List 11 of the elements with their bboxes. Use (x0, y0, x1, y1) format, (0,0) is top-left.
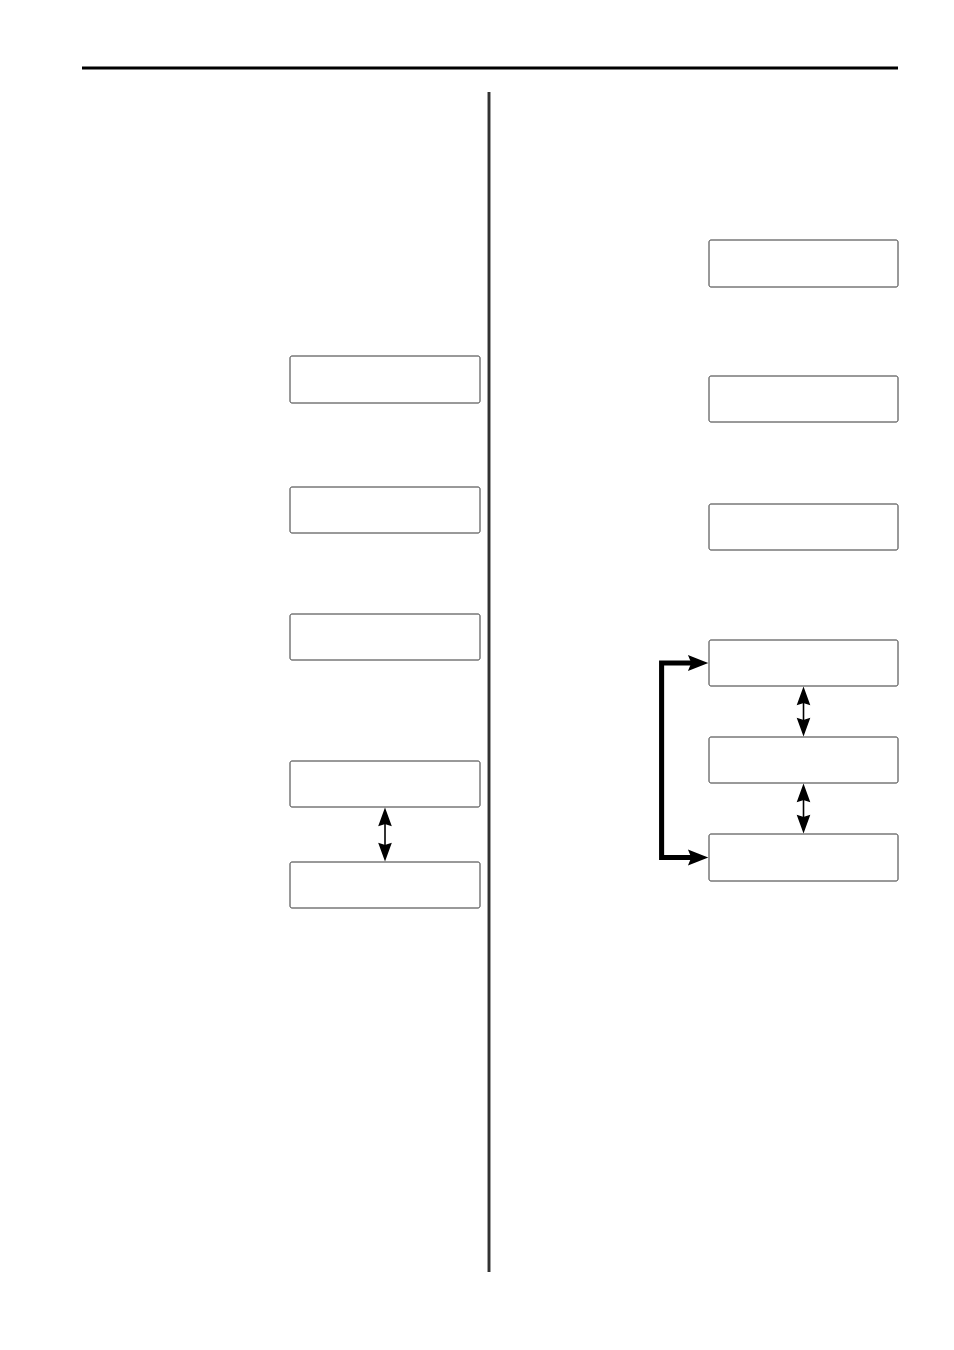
display-box (708, 503, 899, 551)
display-box (708, 736, 899, 784)
display-box (289, 486, 481, 534)
display-box (289, 613, 481, 661)
display-box (289, 760, 481, 808)
display-box (289, 355, 481, 404)
display-box (708, 639, 899, 687)
display-box (708, 239, 899, 288)
display-box (289, 861, 481, 909)
display-box (708, 375, 899, 423)
display-box (708, 833, 899, 882)
